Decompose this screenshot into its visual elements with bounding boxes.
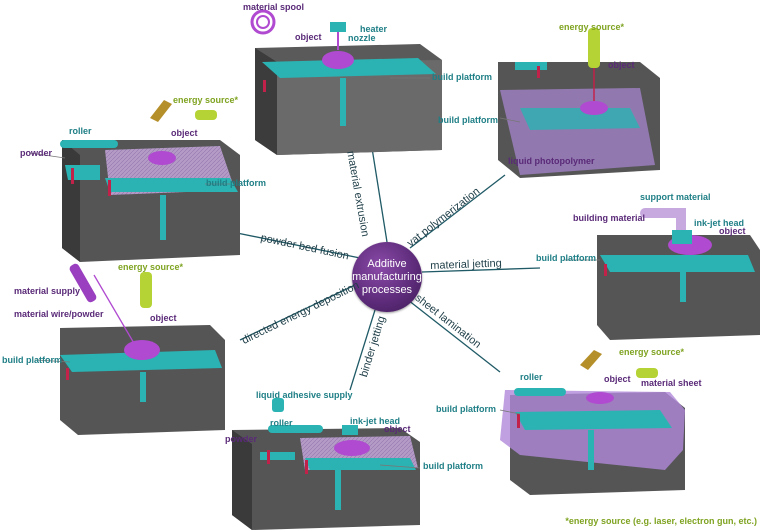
material-jetting-machine xyxy=(597,208,760,340)
label-ink-jet-head-jetting: ink-jet head xyxy=(694,218,745,228)
footnote: *energy source (e.g. laser, electron gun… xyxy=(565,516,757,526)
label-nozzle: nozzle xyxy=(348,33,376,43)
label-build-platform-jetting: build platform xyxy=(536,253,596,263)
material-extrusion-machine xyxy=(250,9,442,155)
label-energy-source-sheet: energy source* xyxy=(619,347,685,357)
label-energy-source-ded: energy source* xyxy=(118,262,184,272)
label-liquid-photopolymer: liquid photopolymer xyxy=(508,156,595,166)
label-build-platform-pbf: build platform xyxy=(206,178,266,188)
label-material-wire-powder: material wire/powder xyxy=(14,309,104,319)
label-energy-source-vat: energy source* xyxy=(559,22,625,32)
binder-jetting-machine xyxy=(232,398,420,530)
center-line-1: Additive xyxy=(367,257,407,270)
label-energy-source-pbf: energy source* xyxy=(173,95,239,105)
label-object-vat: object xyxy=(608,60,635,70)
label-object-ded: object xyxy=(150,313,177,323)
label-object-pbf: object xyxy=(171,128,198,138)
label-build-platform-binder: build platform xyxy=(423,461,483,471)
label-ink-jet-head-binder: ink-jet head xyxy=(350,416,401,426)
directed-energy-deposition-machine xyxy=(60,263,225,435)
label-material-spool: material spool xyxy=(243,2,305,12)
label-build-platform-extrusion: build platform xyxy=(432,72,492,82)
label-object-sheet: object xyxy=(604,374,631,384)
center-line-3: processes xyxy=(361,283,413,296)
label-roller-sheet: roller xyxy=(520,372,543,382)
label-roller-binder: roller xyxy=(270,418,293,428)
label-build-platform-vat: build platform xyxy=(438,115,498,125)
spoke-material-jetting: material jetting xyxy=(430,257,502,272)
vat-polymerization-machine xyxy=(498,28,660,178)
label-object-binder: object xyxy=(384,424,411,434)
label-build-platform-sheet: build platform xyxy=(436,404,496,414)
label-liquid-adhesive-supply: liquid adhesive supply xyxy=(256,390,353,400)
label-material-sheet: material sheet xyxy=(641,378,702,388)
center-line-2: manufacturing xyxy=(352,270,422,283)
leader-lines xyxy=(29,77,600,469)
label-roller-pbf: roller xyxy=(69,126,92,136)
label-object-jetting: object xyxy=(719,226,746,236)
spoke-lines xyxy=(231,147,541,391)
sheet-lamination-machine xyxy=(500,350,685,495)
label-material-supply: material supply xyxy=(14,286,81,296)
powder-bed-fusion-machine xyxy=(60,100,240,262)
label-powder-pbf: powder xyxy=(20,148,53,158)
label-powder-binder: powder xyxy=(225,434,258,444)
label-heater: heater xyxy=(360,24,388,34)
central-node: Additive manufacturing processes xyxy=(352,242,422,312)
label-object-extrusion: object xyxy=(295,32,322,42)
label-support-material: support material xyxy=(640,192,711,202)
label-build-platform-ded: build platform xyxy=(2,355,62,365)
label-building-material: building material xyxy=(573,213,646,223)
